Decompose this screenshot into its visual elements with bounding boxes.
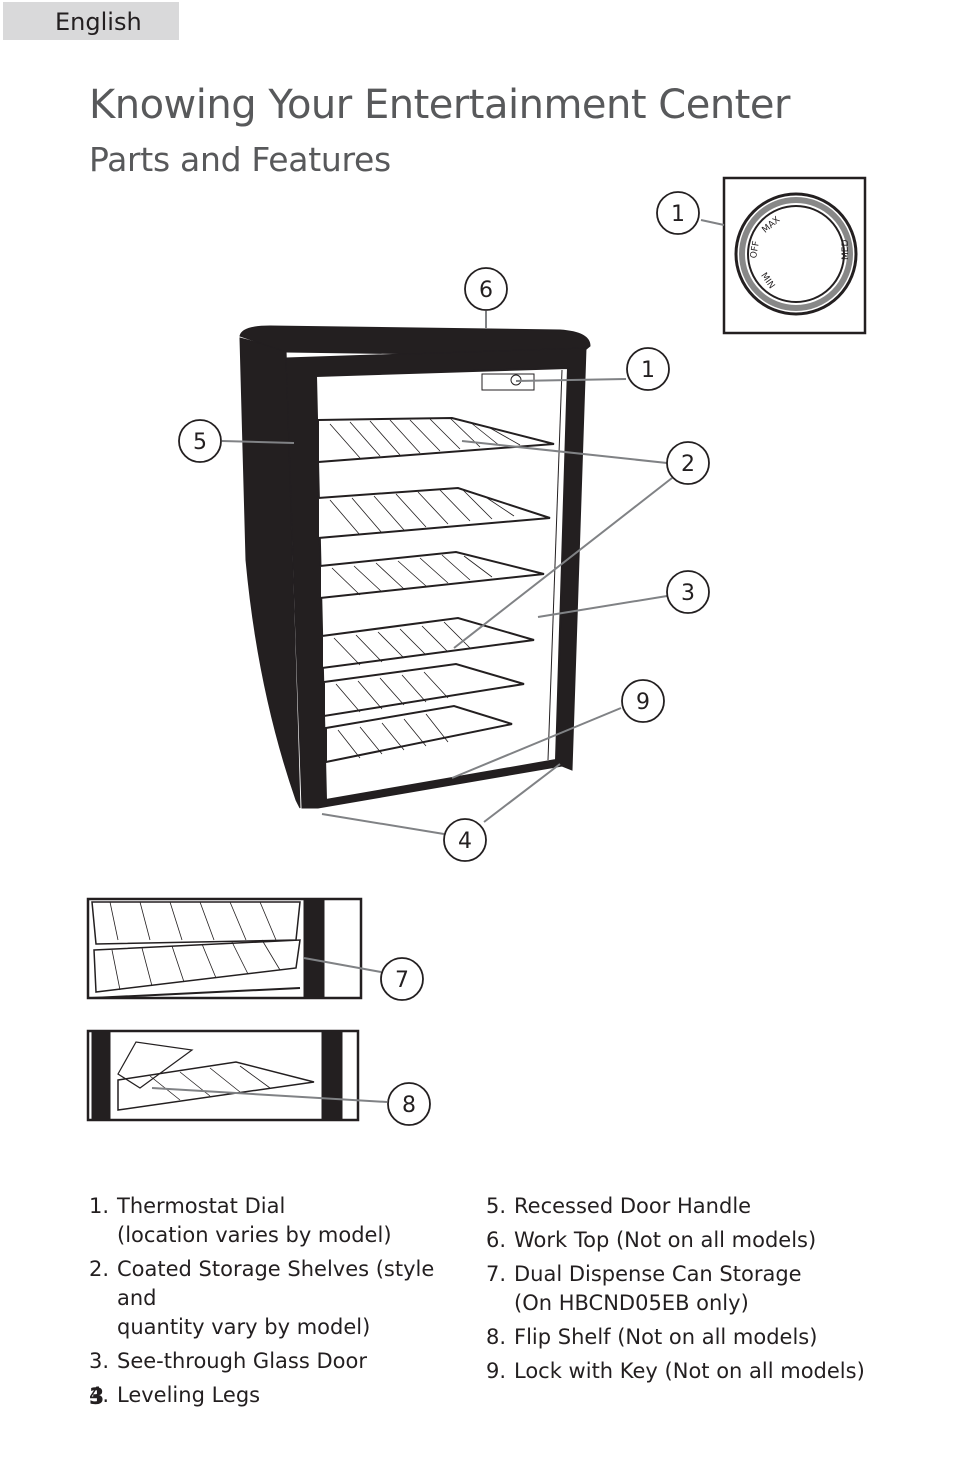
svg-text:1: 1 — [641, 358, 655, 383]
dial-label-off: OFF — [749, 240, 762, 259]
svg-text:5: 5 — [193, 430, 207, 455]
part-item: 4.Leveling Legs — [89, 1383, 261, 1407]
callout-5: 5 — [178, 419, 222, 463]
callout-4: 4 — [443, 818, 487, 862]
shelf-hatching — [329, 417, 521, 759]
can-storage-inset — [86, 897, 363, 1000]
language-tab: English — [3, 2, 179, 40]
callout-8: 8 — [387, 1082, 431, 1126]
leader-lines — [151, 219, 725, 1103]
callout-2: 2 — [666, 441, 710, 485]
part-item: 7.Dual Dispense Can Storage(On HBCND05EB… — [486, 1262, 802, 1315]
callout-7: 7 — [380, 957, 424, 1001]
part-item: 5.Recessed Door Handle — [486, 1194, 752, 1218]
svg-text:8: 8 — [402, 1093, 416, 1118]
callout-1-door: 1 — [626, 347, 670, 391]
page-title: Knowing Your Entertainment Center — [89, 82, 790, 128]
callout-3: 3 — [666, 570, 710, 614]
svg-text:1: 1 — [671, 202, 685, 227]
svg-text:2: 2 — [681, 452, 695, 477]
svg-text:7: 7 — [395, 968, 409, 993]
callout-1-dial: 1 — [656, 191, 700, 235]
parts-list-right: 5.Recessed Door Handle 6.Work Top (Not o… — [486, 1192, 886, 1391]
callouts: 1 1 2 3 4 5 6 7 8 9 — [178, 191, 710, 1126]
callout-9: 9 — [621, 679, 665, 723]
shelves — [317, 416, 555, 764]
part-item: 6.Work Top (Not on all models) — [486, 1228, 817, 1252]
part-item: 9.Lock with Key (Not on all models) — [486, 1359, 865, 1383]
parts-illustration: OFF MAX MED MIN 1 — [86, 176, 867, 1126]
page-subtitle: Parts and Features — [89, 140, 391, 179]
svg-text:3: 3 — [681, 581, 695, 606]
part-item: 1.Thermostat Dial(location varies by mod… — [89, 1194, 392, 1247]
svg-text:9: 9 — [636, 690, 650, 715]
svg-text:6: 6 — [479, 278, 493, 303]
dial-label-med: MED — [841, 240, 851, 260]
part-item: 8.Flip Shelf (Not on all models) — [486, 1325, 818, 1349]
parts-list-left: 1.Thermostat Dial(location varies by mod… — [89, 1192, 459, 1415]
callout-6: 6 — [464, 267, 508, 311]
flip-shelf-inset — [86, 1029, 360, 1122]
part-item: 3.See-through Glass Door — [89, 1349, 367, 1373]
svg-text:4: 4 — [458, 829, 472, 854]
page-number: 3 — [89, 1385, 105, 1410]
thermostat-dial-inset: OFF MAX MED MIN — [722, 176, 867, 335]
